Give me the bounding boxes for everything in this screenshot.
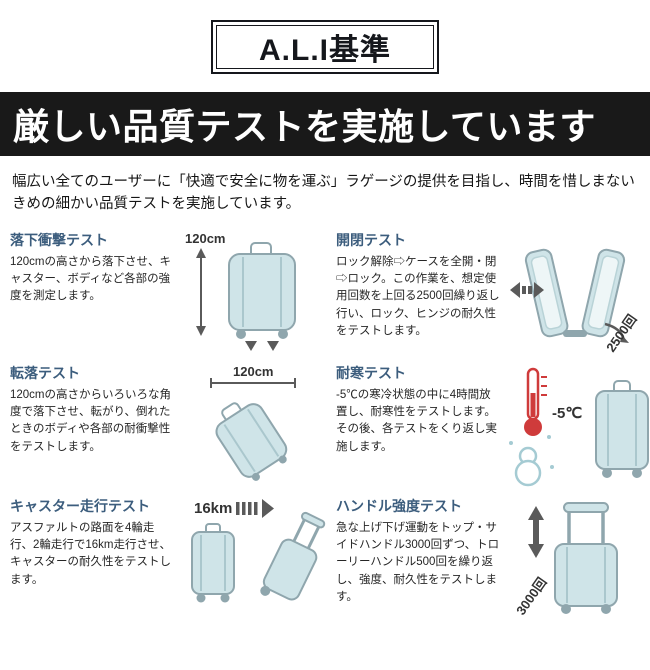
test-text-block: 落下衝撃テスト 120cmの高さから落下させ、キャスター、ボディなど各部の強度を…: [10, 230, 178, 355]
logo-text: A.L.I基準: [259, 34, 391, 67]
ali-standard-logo: A.L.I基準: [211, 20, 439, 74]
tumble-test-svg: 120cm: [210, 364, 296, 481]
cold-test-svg: -5℃: [509, 367, 649, 487]
open-close-test-svg: 2500回: [510, 248, 640, 355]
tests-grid: 落下衝撃テスト 120cmの高さから落下させ、キャスター、ボディなど各部の強度を…: [0, 216, 650, 621]
test-title: キャスター走行テスト: [10, 497, 150, 514]
open-close-test-illustration: 2500回: [504, 230, 650, 355]
test-description: ロック解除⇨ケースを全開・閉⇨ロック。この作業を、想定使用回数を上回る2500回…: [336, 255, 500, 337]
test-item-handle-strength: ハンドル強度テスト 急な上げ下げ運動をトップ・サイドハンドル3000回ずつ、トロ…: [336, 496, 650, 621]
headline-banner: 厳しい品質テストを実施しています: [0, 92, 650, 156]
test-item-drop-impact: 落下衝撃テスト 120cmの高さから落下させ、キャスター、ボディなど各部の強度を…: [10, 230, 328, 355]
suitcase-front-icon: [595, 379, 649, 478]
test-title: 耐寒テスト: [336, 364, 406, 381]
test-title: 落下衝撃テスト: [10, 231, 108, 248]
cycle-count-label: 3000回: [513, 575, 549, 618]
tilted-suitcase-icon: [215, 402, 288, 481]
test-item-open-close: 開閉テスト ロック解除⇨ケースを全開・閉⇨ロック。この作業を、想定使用回数を上回…: [336, 230, 650, 355]
quality-test-infographic: A.L.I基準 厳しい品質テストを実施しています 幅広い全てのユーザーに「快適で…: [0, 20, 650, 670]
intro-paragraph: 幅広い全てのユーザーに「快適で安全に物を運ぶ」ラゲージの提供を目指し、時間を惜し…: [12, 174, 635, 213]
thermometer-icon: [524, 367, 547, 436]
distance-label: 16km: [194, 500, 232, 517]
height-label: 120cm: [233, 364, 273, 379]
test-title: ハンドル強度テスト: [336, 497, 462, 514]
temperature-label: -5℃: [552, 405, 582, 422]
caster-test-illustration: 16km: [178, 496, 328, 621]
headline-text: 厳しい品質テストを実施しています: [13, 106, 596, 147]
test-description: 急な上げ下げ運動をトップ・サイドハンドル3000回ずつ、トローリーハンドル500…: [336, 521, 500, 603]
open-close-arrow-icon: [510, 281, 544, 298]
rotation-arrowhead: [620, 334, 629, 343]
suitcase-front-icon: [228, 241, 296, 339]
down-arrows-icon: [245, 340, 279, 351]
drop-test-illustration: 120cm: [178, 230, 328, 355]
measure-arrow-icon: [196, 247, 206, 336]
striped-arrow-icon: [236, 498, 274, 518]
drop-test-svg: 120cm: [185, 231, 296, 351]
test-text-block: キャスター走行テスト アスファルトの路面を4輪走行、2輪走行で16km走行させ、…: [10, 496, 178, 621]
test-description: アスファルトの路面を4輪走行、2輪走行で16km走行させ、キャスターの耐久性をテ…: [10, 521, 172, 586]
handle-test-svg: 3000回: [513, 501, 618, 618]
upright-suitcase-icon: [191, 522, 235, 603]
height-bracket-icon: [210, 377, 296, 388]
test-description: -5℃の寒冷状態の中に4時間放置し、耐寒性をテストします。その後、各テストをくり…: [336, 388, 497, 453]
cold-test-illustration: -5℃: [504, 363, 650, 488]
test-title: 開閉テスト: [336, 231, 406, 248]
test-text-block: 転落テスト 120cmの高さからいろいろな角度で落下させ、転がり、倒れたときのボ…: [10, 363, 178, 488]
tumble-test-illustration: 120cm: [178, 363, 328, 488]
snowman-icon: [509, 434, 554, 487]
test-description: 120cmの高さからいろいろな角度で落下させ、転がり、倒れたときのボディや各部の…: [10, 388, 172, 453]
caster-test-svg: 16km: [191, 498, 326, 603]
test-text-block: 開閉テスト ロック解除⇨ケースを全開・閉⇨ロック。この作業を、想定使用回数を上回…: [336, 230, 504, 355]
test-description: 120cmの高さから落下させ、キャスター、ボディなど各部の強度を測定します。: [10, 255, 172, 303]
test-item-cold-resistance: 耐寒テスト -5℃の寒冷状態の中に4時間放置し、耐寒性をテストします。その後、各…: [336, 363, 650, 488]
test-item-tumble: 転落テスト 120cmの高さからいろいろな角度で落下させ、転がり、倒れたときのボ…: [10, 363, 328, 488]
up-down-arrow-icon: [528, 505, 544, 558]
handle-test-illustration: 3000回: [504, 496, 650, 621]
open-suitcase-icon: [524, 248, 626, 338]
height-label: 120cm: [185, 231, 225, 246]
test-title: 転落テスト: [10, 364, 80, 381]
pulled-suitcase-icon: [260, 511, 326, 601]
test-text-block: 耐寒テスト -5℃の寒冷状態の中に4時間放置し、耐寒性をテストします。その後、各…: [336, 363, 504, 488]
test-text-block: ハンドル強度テスト 急な上げ下げ運動をトップ・サイドハンドル3000回ずつ、トロ…: [336, 496, 504, 621]
test-item-caster-run: キャスター走行テスト アスファルトの路面を4輪走行、2輪走行で16km走行させ、…: [10, 496, 328, 621]
trolley-suitcase-icon: [554, 501, 618, 614]
